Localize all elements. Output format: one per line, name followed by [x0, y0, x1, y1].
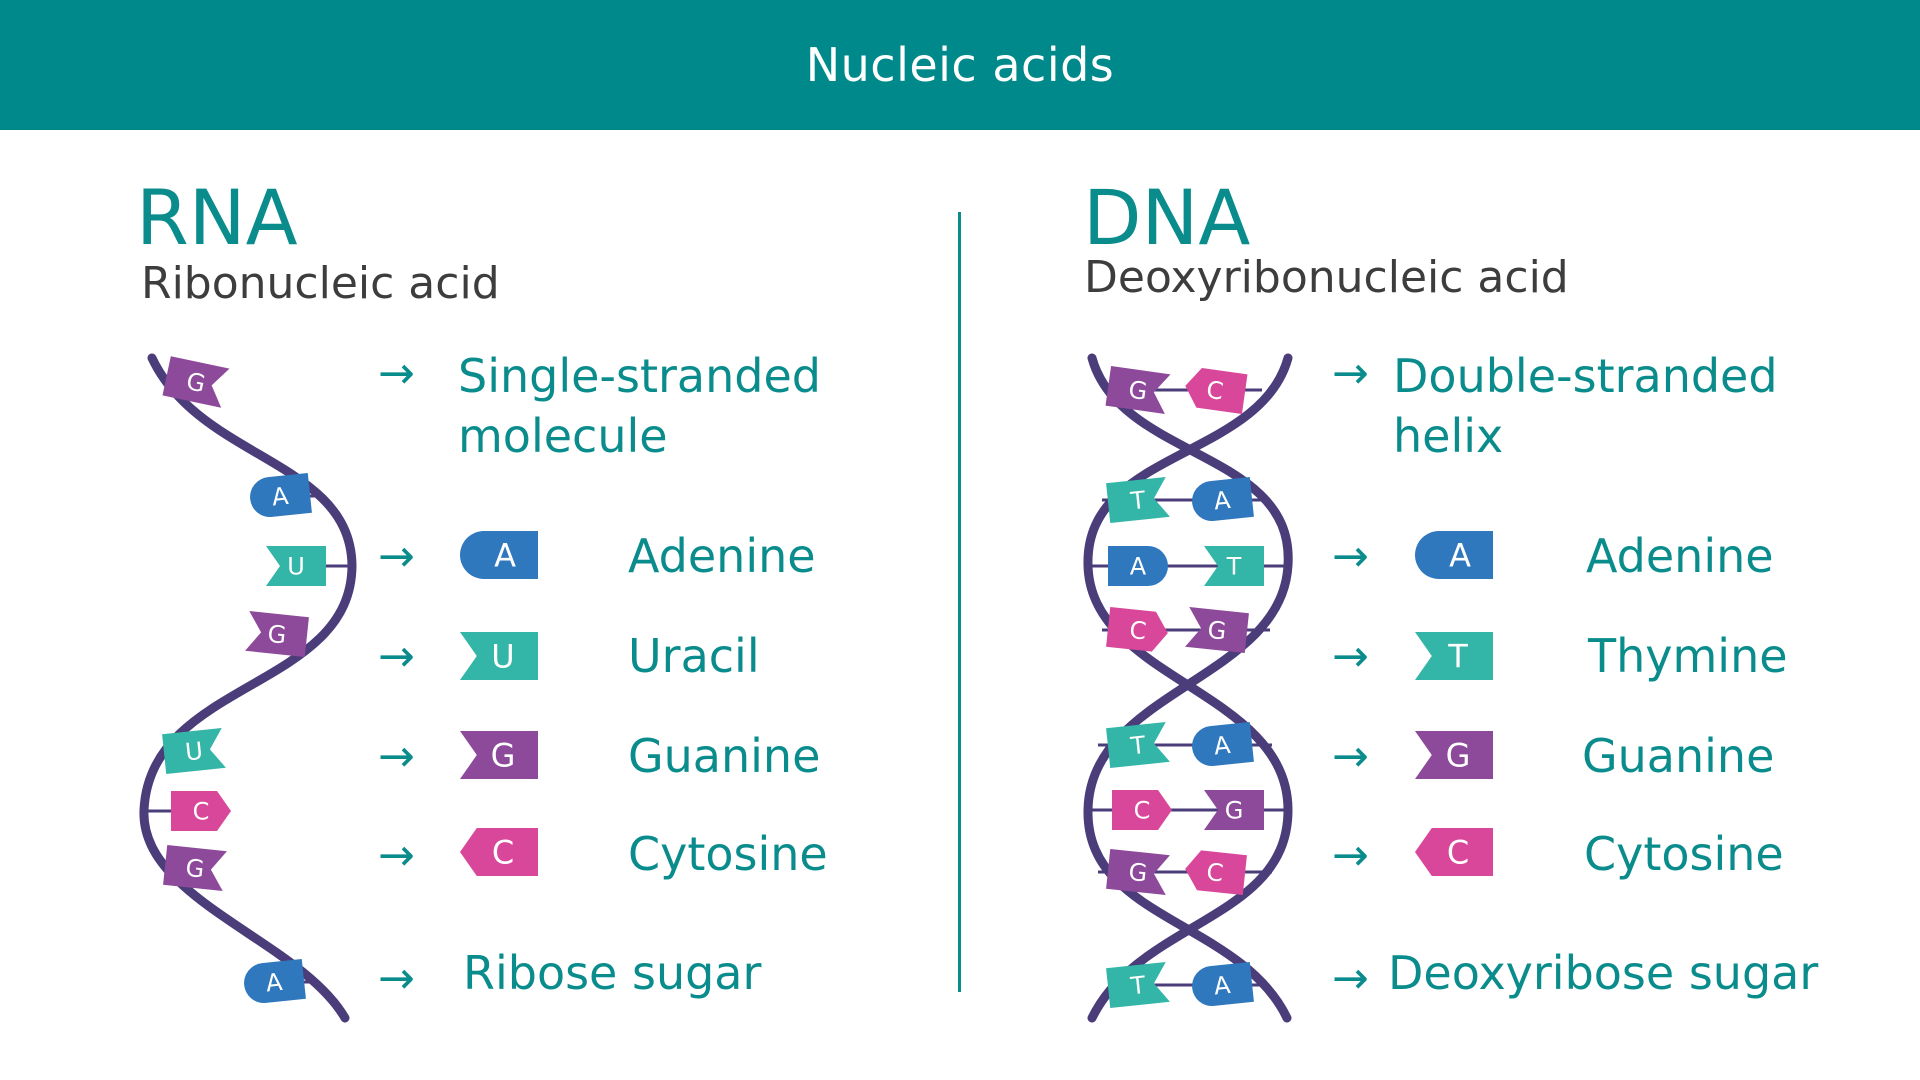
rna-arrow-strand: →: [378, 348, 415, 399]
dna-legend-tag-thymine: T: [1415, 632, 1493, 680]
dna-arrow-sugar: →: [1332, 953, 1369, 1004]
svg-text:A: A: [264, 968, 284, 998]
dna-legend-tag-guanine: G: [1415, 731, 1493, 779]
dna-arrow-thymine: →: [1332, 631, 1369, 682]
rna-strand-tag: G: [162, 356, 230, 408]
dna-pair-left-tag: C: [1106, 606, 1168, 652]
rna-legend-tag-adenine: A: [460, 531, 538, 579]
dna-pair-right-tag: A: [1192, 476, 1254, 521]
dna-pair-left-tag: G: [1105, 366, 1171, 414]
rna-base-name-uracil: Uracil: [628, 629, 760, 683]
dna-title: DNA: [1083, 173, 1251, 262]
rna-base-name-cytosine: Cytosine: [628, 827, 828, 881]
rna-arrow-cytosine: →: [378, 830, 415, 881]
rna-strand-tag: G: [163, 844, 227, 892]
dna-pair-left-tag: G: [1106, 848, 1170, 896]
dna-legend-tag-adenine: A: [1415, 531, 1493, 579]
svg-text:C: C: [1205, 376, 1225, 406]
svg-text:A: A: [1212, 486, 1232, 516]
dna-arrow-strand: →: [1332, 348, 1369, 399]
svg-text:C: C: [1447, 834, 1469, 872]
rna-arrow-guanine: →: [378, 731, 415, 782]
svg-text:T: T: [1226, 553, 1242, 581]
svg-text:C: C: [1134, 797, 1151, 825]
rna-base-name-adenine: Adenine: [628, 529, 816, 583]
svg-text:G: G: [1446, 737, 1471, 775]
svg-text:G: G: [491, 737, 516, 775]
page-title: Nucleic acids: [805, 38, 1115, 92]
header-bar: Nucleic acids: [0, 0, 1920, 130]
svg-text:U: U: [287, 553, 305, 581]
rna-strand-tag: A: [250, 472, 312, 517]
dna-pair-right-tag: C: [1185, 850, 1247, 896]
dna-pair-left-tag: C: [1112, 790, 1172, 830]
rna-title: RNA: [136, 173, 298, 262]
dna-pair-right-tag: A: [1192, 961, 1254, 1006]
svg-text:A: A: [1449, 537, 1471, 575]
dna-base-name-cytosine: Cytosine: [1584, 827, 1784, 881]
rna-legend-tag-guanine: G: [460, 731, 538, 779]
svg-text:A: A: [1212, 971, 1232, 1001]
dna-strand-desc: Double-stranded helix: [1393, 349, 1778, 463]
svg-text:G: G: [1127, 858, 1148, 888]
dna-pair-left-tag: T: [1106, 961, 1170, 1009]
rna-base-name-guanine: Guanine: [628, 729, 821, 783]
dna-pair-left-tag: T: [1106, 476, 1170, 524]
dna-pair-left-tag: A: [1108, 546, 1168, 586]
dna-arrow-guanine: →: [1332, 731, 1369, 782]
rna-strand: [139, 353, 357, 1023]
column-divider: [958, 212, 961, 992]
svg-text:A: A: [1212, 731, 1232, 761]
svg-text:C: C: [1128, 616, 1148, 646]
rna-sugar: Ribose sugar: [463, 946, 762, 1000]
dna-pair-left-tag: T: [1106, 721, 1170, 769]
rna-strand-tag: U: [162, 727, 226, 775]
rna-legend-tag-uracil: U: [460, 632, 538, 680]
rna-legend-tag-cytosine: C: [460, 828, 538, 876]
svg-text:T: T: [1128, 731, 1147, 761]
rna-arrow-uracil: →: [378, 631, 415, 682]
dna-base-name-adenine: Adenine: [1586, 529, 1774, 583]
dna-arrow-cytosine: →: [1332, 830, 1369, 881]
rna-strand-tag: A: [244, 958, 306, 1003]
svg-text:G: G: [184, 854, 205, 884]
dna-pair-right-tag: G: [1185, 606, 1249, 654]
rna-full-name: Ribonucleic acid: [141, 258, 500, 309]
svg-text:T: T: [1447, 638, 1468, 676]
dna-legend-tag-cytosine: C: [1415, 828, 1493, 876]
dna-pair-right-tag: T: [1204, 546, 1264, 586]
svg-text:G: G: [1225, 797, 1244, 825]
rna-strand-tag: C: [171, 791, 231, 831]
svg-text:A: A: [494, 537, 516, 575]
dna-full-name: Deoxyribonucleic acid: [1084, 252, 1569, 303]
dna-strand-b: [1083, 353, 1293, 1023]
svg-text:C: C: [193, 798, 210, 826]
svg-text:T: T: [1128, 971, 1147, 1001]
svg-text:C: C: [1205, 858, 1225, 888]
svg-text:A: A: [1130, 553, 1147, 581]
rna-strand-desc: Single-stranded molecule: [458, 349, 821, 463]
svg-text:U: U: [491, 638, 514, 676]
svg-text:A: A: [270, 482, 290, 512]
dna-pair-right-tag: A: [1192, 721, 1254, 766]
dna-arrow-adenine: →: [1332, 531, 1369, 582]
dna-base-name-thymine: Thymine: [1588, 629, 1788, 683]
svg-text:T: T: [1128, 486, 1147, 516]
svg-text:C: C: [492, 834, 514, 872]
svg-text:G: G: [1127, 375, 1149, 405]
svg-text:G: G: [1206, 616, 1227, 646]
dna-pair-right-tag: G: [1204, 790, 1264, 830]
rna-strand-tag: G: [245, 610, 309, 658]
dna-pair-right-tag: C: [1185, 367, 1248, 414]
svg-text:G: G: [266, 620, 287, 650]
dna-base-name-guanine: Guanine: [1582, 729, 1775, 783]
dna-sugar: Deoxyribose sugar: [1388, 946, 1819, 1000]
rna-arrow-adenine: →: [378, 531, 415, 582]
svg-text:U: U: [184, 737, 204, 767]
rna-strand-tag: U: [266, 546, 326, 586]
rna-arrow-sugar: →: [378, 953, 415, 1004]
